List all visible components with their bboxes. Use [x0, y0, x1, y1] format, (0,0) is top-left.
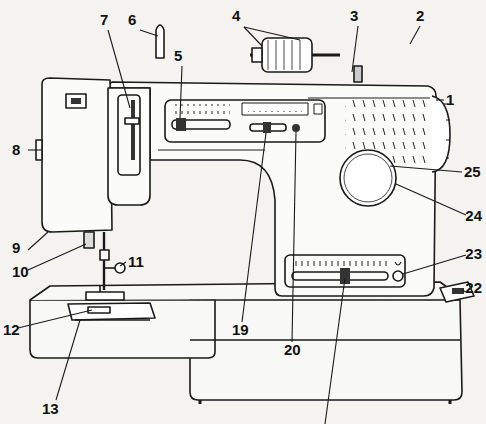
machine-head	[36, 78, 150, 232]
callout-number: 5	[174, 48, 182, 64]
dials	[340, 96, 474, 302]
needle-assembly	[84, 232, 125, 300]
callout-number: 9	[12, 240, 20, 256]
callout-number: 13	[42, 401, 59, 417]
callout-number: 19	[232, 322, 249, 338]
needle-plate	[68, 303, 155, 320]
callout-number: 2	[416, 8, 424, 24]
callout-number: 7	[100, 12, 108, 28]
callout-number: 6	[128, 12, 136, 28]
callout-number: 23	[465, 246, 482, 262]
callout-number: 22	[465, 280, 482, 296]
callout-number: 4	[232, 8, 240, 24]
callout-number: 3	[350, 8, 358, 24]
machine-base	[30, 282, 462, 404]
spool-pins	[156, 25, 362, 82]
callout-number: 20	[284, 342, 301, 358]
callout-number: 1	[446, 92, 454, 108]
machine-body	[105, 82, 436, 296]
callout-number: 12	[3, 322, 20, 338]
callout-number: 11	[128, 254, 144, 270]
callout-number: 25	[464, 164, 481, 180]
leader-lines	[18, 26, 466, 424]
panel-details	[172, 100, 427, 284]
callout-number: 10	[12, 264, 29, 280]
callout-number: 8	[12, 142, 20, 158]
callout-number: 24	[465, 208, 482, 224]
